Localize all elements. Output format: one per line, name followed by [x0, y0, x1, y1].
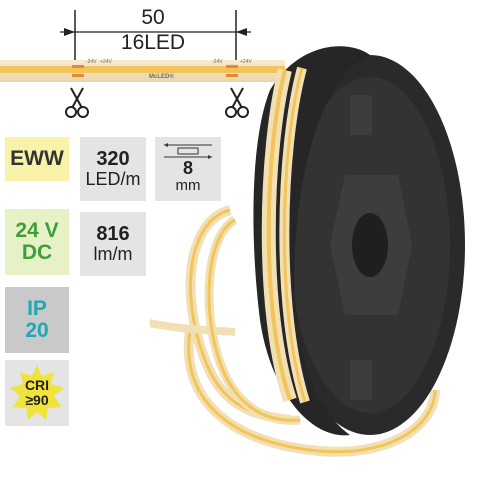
- segment-led-count-label: 16LED: [120, 31, 186, 54]
- dimension-arrows: [60, 10, 251, 62]
- segment-length-label: 50: [141, 6, 165, 29]
- strip-width-unit: mm: [175, 177, 201, 195]
- strip-width-icon: [164, 143, 212, 160]
- voltage-badge: 24 V DC: [5, 209, 69, 275]
- pad-label: +24V: [240, 59, 252, 65]
- led-strip-reel: [150, 46, 465, 457]
- luminous-flux-value: 816: [96, 222, 130, 245]
- pad-label: -24V: [86, 59, 97, 65]
- luminous-flux-tile: 816 lm/m: [80, 212, 146, 276]
- color-temp-badge: EWW: [5, 137, 69, 181]
- ip-value: 20: [25, 319, 49, 342]
- voltage-type: DC: [21, 241, 53, 264]
- led-density-value: 320: [96, 147, 130, 170]
- strip-width-value: 8: [182, 158, 193, 179]
- led-density-tile: 320 LED/m: [80, 137, 146, 201]
- voltage-value: 24 V: [15, 218, 59, 242]
- cri-star-icon: [10, 365, 64, 420]
- scissors-icon: [225, 87, 249, 118]
- led-density-unit: LED/m: [85, 168, 141, 189]
- pad-label: -24V: [212, 59, 223, 65]
- led-strip: [0, 60, 285, 82]
- cri-label: CRI: [24, 377, 50, 394]
- luminous-flux-unit: lm/m: [93, 243, 133, 264]
- color-temp-label: EWW: [10, 146, 64, 170]
- ip-rating-badge: IP 20: [5, 287, 69, 353]
- strip-brand-label: McLED®: [149, 74, 174, 80]
- pad-label: +24V: [100, 59, 112, 65]
- cri-badge: CRI ≥90: [5, 360, 69, 426]
- cri-value: ≥90: [25, 392, 49, 408]
- strip-width-tile: 8 mm: [155, 137, 221, 201]
- ip-label: IP: [27, 296, 47, 320]
- scissors-icon: [65, 87, 89, 118]
